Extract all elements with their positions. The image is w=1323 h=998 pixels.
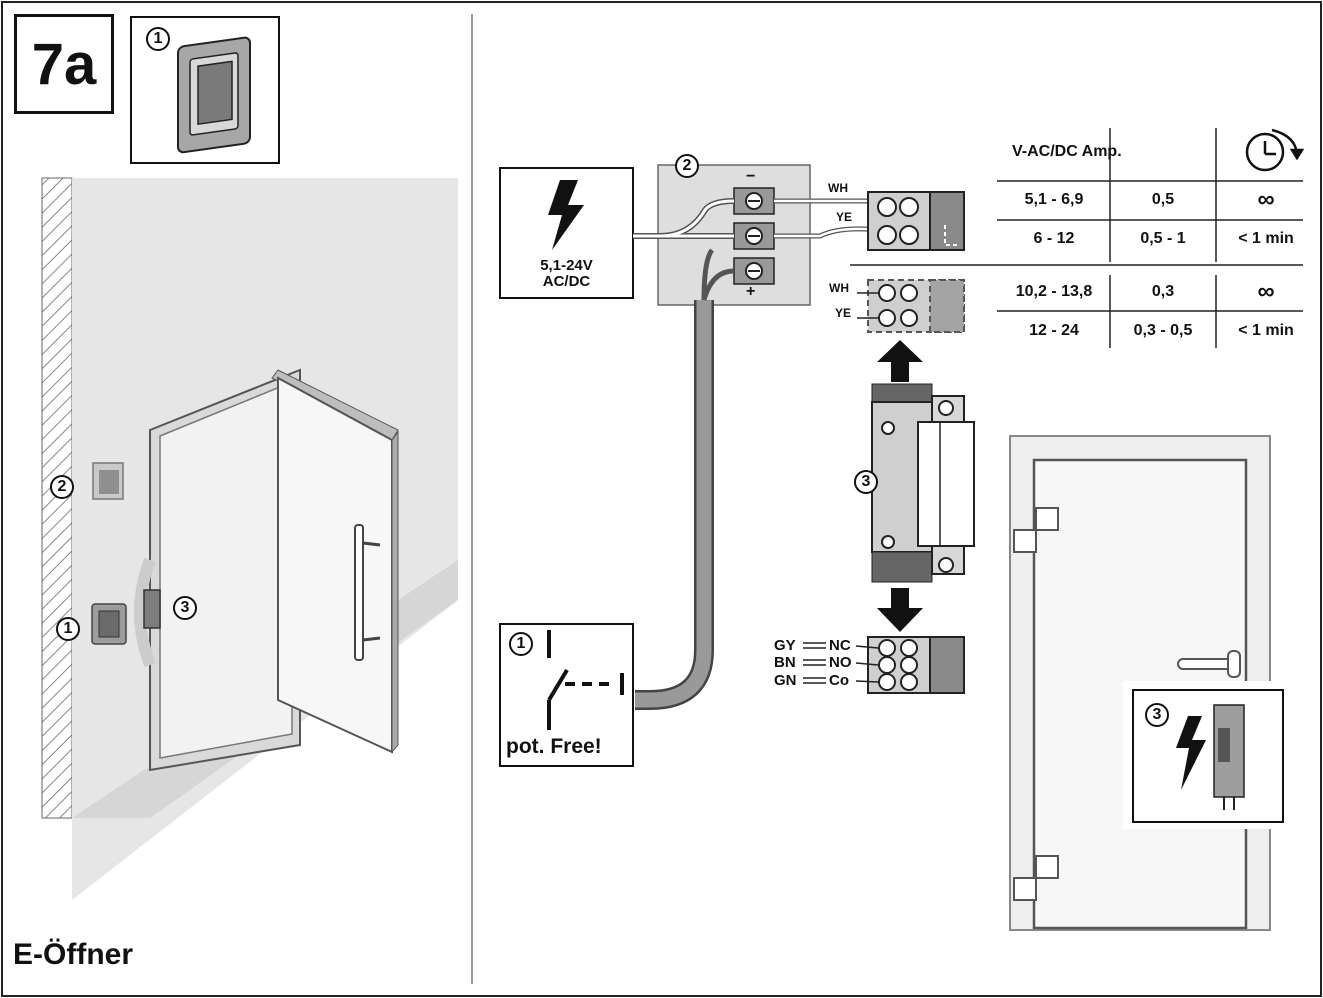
page-title: E-Öffner bbox=[13, 938, 133, 971]
wire-ye-label-2: YE bbox=[835, 306, 852, 320]
wall-scene bbox=[41, 177, 458, 900]
wire-bn-label: BN bbox=[774, 654, 796, 671]
callout-1-switch: 1 bbox=[509, 632, 533, 656]
cable-to-switch bbox=[635, 248, 735, 710]
junction-terminal-block bbox=[733, 187, 775, 285]
callout-1-wall: 1 bbox=[56, 617, 80, 641]
clock-icon bbox=[1245, 128, 1305, 172]
lightning-icon bbox=[548, 180, 584, 250]
table-cell: 5,1 - 6,9 bbox=[1024, 191, 1084, 208]
callout-3-wall: 3 bbox=[173, 596, 197, 620]
table-cell: ∞ bbox=[1257, 186, 1275, 213]
contact-nc-label: NC bbox=[829, 637, 851, 654]
table-cell: 0,3 - 0,5 bbox=[1133, 322, 1193, 339]
spec-table-lines bbox=[850, 128, 1303, 348]
switch-contact-icon bbox=[547, 630, 624, 730]
arrow-down-icon bbox=[877, 588, 923, 632]
table-cell: 0,5 bbox=[1151, 191, 1175, 208]
table-cell: 0,3 bbox=[1151, 283, 1175, 300]
door-icon bbox=[1009, 435, 1289, 931]
callout-3-door: 3 bbox=[1145, 703, 1169, 727]
table-cell: 0,5 - 1 bbox=[1140, 230, 1186, 247]
wire-gn-label: GN bbox=[774, 672, 797, 689]
table-cell: < 1 min bbox=[1238, 322, 1294, 339]
rocker-switch-icon bbox=[177, 36, 251, 154]
contact-co-label: Co bbox=[829, 672, 849, 689]
switch-caption: pot. Free! bbox=[506, 735, 602, 758]
connector-bottom bbox=[803, 636, 965, 694]
connector-middle bbox=[857, 279, 965, 333]
wire-wh-label: WH bbox=[828, 181, 848, 195]
wire-ye-label: YE bbox=[836, 210, 853, 224]
connector-top bbox=[867, 191, 965, 251]
callout-2-wall: 2 bbox=[50, 475, 74, 499]
table-cell: 6 - 12 bbox=[1033, 230, 1075, 247]
power-type-label: AC/DC bbox=[542, 273, 591, 290]
table-cell: 12 - 24 bbox=[1029, 322, 1079, 339]
table-cell: < 1 min bbox=[1238, 230, 1294, 247]
contact-no-label: NO bbox=[829, 654, 852, 671]
step-number: 7a bbox=[14, 14, 114, 114]
callout-1-inset: 1 bbox=[146, 27, 170, 51]
power-voltage-label: 5,1-24V bbox=[540, 257, 593, 274]
wire-gy-label: GY bbox=[774, 637, 796, 654]
callout-2-box: 2 bbox=[675, 154, 699, 178]
arrow-up-icon bbox=[877, 340, 923, 382]
wire-wh-label-2: WH bbox=[829, 281, 849, 295]
table-header-voltage-amp: V-AC/DC Amp. bbox=[1012, 143, 1122, 160]
callout-3-device: 3 bbox=[854, 470, 878, 494]
table-cell: ∞ bbox=[1257, 278, 1275, 305]
door-opener-device bbox=[871, 383, 975, 583]
junction-plus-label: + bbox=[746, 283, 756, 300]
table-cell: 10,2 - 13,8 bbox=[1015, 283, 1093, 300]
junction-minus-label: − bbox=[746, 168, 756, 185]
